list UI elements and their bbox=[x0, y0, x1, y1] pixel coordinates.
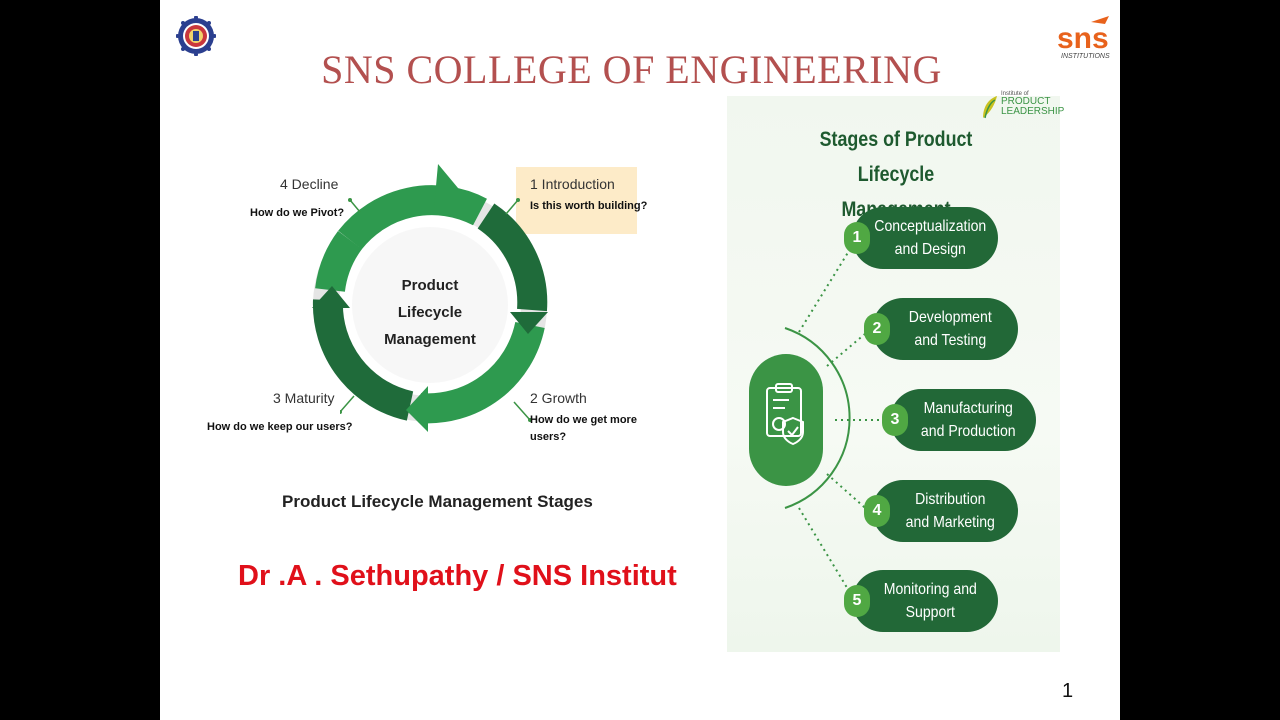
stage-number-badge: 5 bbox=[844, 585, 870, 617]
stage-label-line-1: Development bbox=[908, 309, 992, 326]
stage-maturity-title: 3 Maturity bbox=[273, 390, 335, 406]
stage-label-line-1: Monitoring and bbox=[883, 581, 977, 598]
center-label-line-3: Management bbox=[384, 331, 476, 348]
stage-label-line-2: and Design bbox=[894, 241, 966, 258]
sns-institutions-logo-icon: sns INSTITUTIONS bbox=[1057, 16, 1110, 60]
stage-label-line-2: Support bbox=[905, 604, 955, 621]
infographic-stage-1: 1 Conceptualization and Design bbox=[844, 207, 998, 269]
stage-leader-lines bbox=[340, 198, 532, 422]
svg-text:sns: sns bbox=[1057, 22, 1109, 55]
stage-number-badge: 3 bbox=[882, 404, 908, 436]
plm-cycle-ring bbox=[312, 164, 548, 432]
stage-label-line-2: and Production bbox=[920, 423, 1016, 440]
stage-maturity-question: How do we keep our users? bbox=[207, 421, 353, 433]
diagram-caption: Product Lifecycle Management Stages bbox=[282, 492, 593, 511]
stage-label: Monitoring and Support bbox=[861, 578, 989, 624]
plm-center-label: Product Lifecycle Management bbox=[370, 272, 490, 353]
infographic-stage-4: 4 Distribution and Marketing bbox=[864, 480, 1018, 542]
stage-label: Conceptualization and Design bbox=[861, 215, 989, 261]
college-title: SNS COLLEGE OF ENGINEERING bbox=[321, 47, 942, 92]
logo-line-3: LEADERSHIP bbox=[1001, 106, 1065, 117]
logo-line-1: Institute of bbox=[1001, 91, 1029, 97]
stage-label: Development and Testing bbox=[881, 306, 1009, 352]
stage-number-badge: 2 bbox=[864, 313, 890, 345]
stage-introduction-question: Is this worth building? bbox=[530, 200, 648, 212]
slide: sns INSTITUTIONS SNS COLLEGE OF ENGINEER… bbox=[160, 0, 1120, 720]
stage-label-line-1: Conceptualization bbox=[874, 218, 987, 235]
stage-growth-question-line-2: users? bbox=[530, 431, 567, 443]
center-label-line-2: Lifecycle bbox=[397, 304, 463, 321]
stage-introduction-title: 1 Introduction bbox=[530, 176, 615, 192]
stage-label-line-2: and Marketing bbox=[905, 514, 995, 531]
plm-infographic: Institute of PRODUCT LEADERSHIP Stages o… bbox=[727, 91, 1064, 652]
stage-growth-question-line-1: How do we get more bbox=[530, 414, 637, 426]
stage-label-line-1: Manufacturing bbox=[923, 400, 1013, 417]
infographic-stage-2: 2 Development and Testing bbox=[864, 298, 1018, 360]
stage-decline-question: How do we Pivot? bbox=[250, 207, 345, 219]
stage-label-line-1: Distribution bbox=[915, 491, 986, 508]
stage-growth-title: 2 Growth bbox=[530, 390, 587, 406]
stage-label-line-2: and Testing bbox=[914, 332, 987, 349]
introduction-highlight-box bbox=[516, 167, 637, 234]
stage-number-badge: 4 bbox=[864, 495, 890, 527]
institute-product-leadership-logo: Institute of PRODUCT LEADERSHIP bbox=[981, 84, 1065, 126]
stage-decline-title: 4 Decline bbox=[280, 176, 339, 192]
clipboard-gear-shield-icon bbox=[766, 383, 804, 446]
author-line: Dr .A . Sethupathy / SNS Institut bbox=[238, 560, 677, 592]
infographic-center-circle bbox=[749, 354, 823, 486]
infographic-title-line-1: Stages of Product Lifecycle bbox=[819, 128, 973, 186]
page-number: 1 bbox=[1062, 680, 1074, 702]
stage-label: Distribution and Marketing bbox=[881, 488, 1009, 534]
center-label-line-1: Product bbox=[401, 277, 459, 294]
logo-line-2: PRODUCT bbox=[1001, 96, 1051, 107]
infographic-stage-3: 3 Manufacturing and Production bbox=[882, 389, 1036, 451]
college-emblem-icon bbox=[176, 16, 216, 56]
svg-text:INSTITUTIONS: INSTITUTIONS bbox=[1061, 53, 1110, 60]
stage-label: Manufacturing and Production bbox=[899, 397, 1027, 443]
leaf-icon bbox=[983, 96, 997, 119]
stage-number-badge: 1 bbox=[844, 222, 870, 254]
infographic-stage-5: 5 Monitoring and Support bbox=[844, 570, 998, 632]
